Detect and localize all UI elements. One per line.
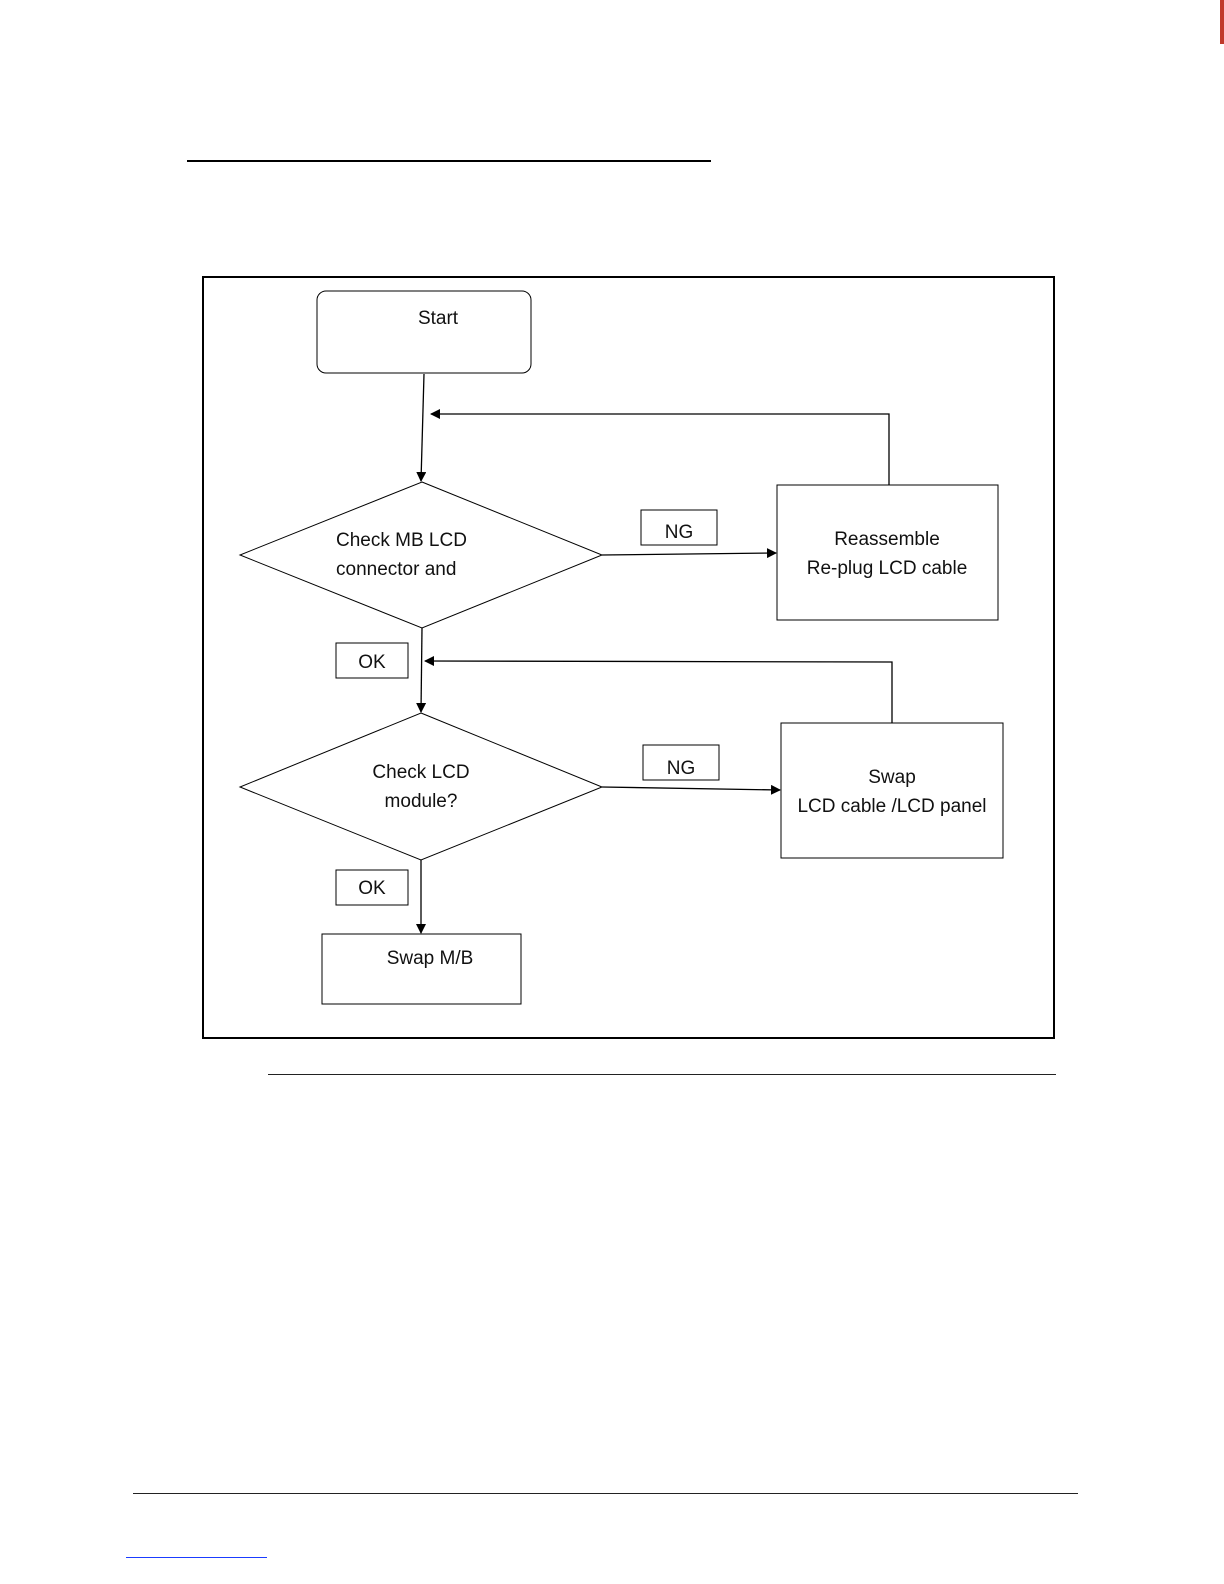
decision-mb-lcd-connector: Check MB LCD connector and xyxy=(240,482,602,628)
decision-mb-lcd-connector-line1: Check MB LCD xyxy=(336,530,467,551)
flowchart-frame xyxy=(203,277,1054,1038)
ok-label-2-text: OK xyxy=(358,878,386,899)
decision-lcd-module: Check LCD module? xyxy=(240,713,602,860)
decision-lcd-module-line1: Check LCD xyxy=(372,762,469,783)
arrow-start-to-decision1 xyxy=(421,374,424,481)
reassemble-line2: Re-plug LCD cable xyxy=(807,558,968,579)
ok-label-2: OK xyxy=(336,870,408,905)
start-node: Start xyxy=(317,291,531,373)
decision-mb-lcd-connector-line2: connector and xyxy=(336,559,456,580)
ok-label-1: OK xyxy=(336,643,408,678)
reassemble-node: Reassemble Re-plug LCD cable xyxy=(777,485,998,620)
swap-lcd-line1: Swap xyxy=(868,767,916,788)
arrow-reassemble-loop-back xyxy=(431,414,889,485)
ng-label-2: NG xyxy=(643,745,719,780)
ng-label-1: NG xyxy=(641,510,717,545)
swap-mb-label: Swap M/B xyxy=(387,948,474,969)
swap-lcd-line2: LCD cable /LCD panel xyxy=(797,796,986,817)
arrow-decision2-ng-to-swap-lcd xyxy=(602,787,780,790)
arrow-decision1-ng-to-reassemble xyxy=(602,553,776,555)
arrow-swap-lcd-loop-back xyxy=(425,661,892,723)
ng-label-2-text: NG xyxy=(667,758,696,779)
start-label: Start xyxy=(418,308,459,329)
swap-mb-node: Swap M/B xyxy=(322,934,521,1004)
ok-label-1-text: OK xyxy=(358,652,386,673)
decision-lcd-module-line2: module? xyxy=(385,791,458,812)
arrow-decision1-ok-to-decision2 xyxy=(421,628,422,712)
ng-label-1-text: NG xyxy=(665,522,694,543)
reassemble-line1: Reassemble xyxy=(834,529,940,550)
swap-lcd-node: Swap LCD cable /LCD panel xyxy=(781,723,1003,858)
